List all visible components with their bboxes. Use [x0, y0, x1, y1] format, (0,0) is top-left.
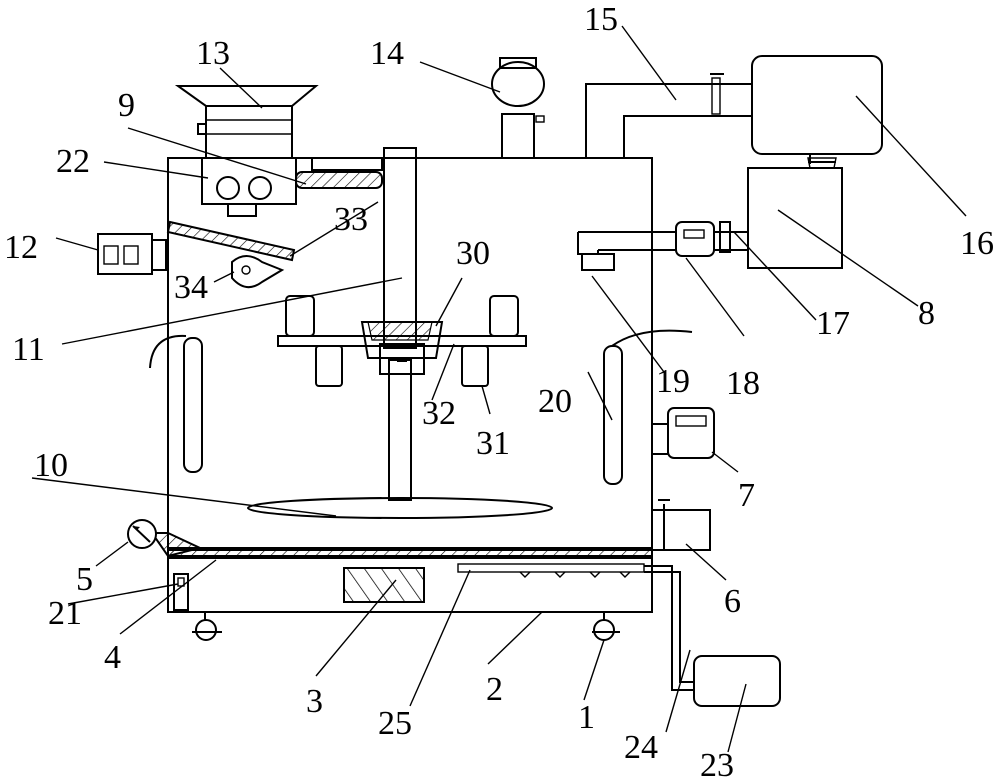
- label-34: 34: [174, 269, 208, 306]
- cam-34: [231, 255, 285, 289]
- tank-23: [693, 655, 781, 707]
- label-25: 25: [378, 705, 412, 742]
- label-18: 18: [726, 365, 760, 402]
- label-2: 2: [486, 671, 503, 708]
- central-shaft: [383, 147, 417, 349]
- cup-lower-left: [315, 345, 343, 387]
- cup-upper-left: [285, 295, 315, 337]
- label-11: 11: [12, 331, 45, 368]
- label-24: 24: [624, 729, 658, 766]
- pipe-24: [644, 565, 694, 691]
- label-13: 13: [196, 35, 230, 72]
- label-15: 15: [584, 1, 618, 38]
- heater-rod-left: [149, 334, 203, 473]
- cup-lower-right: [461, 345, 489, 387]
- wheel-right: [592, 612, 620, 641]
- label-7: 7: [738, 477, 755, 514]
- label-1: 1: [578, 699, 595, 736]
- stirring-plate: [247, 497, 553, 519]
- label-31: 31: [476, 425, 510, 462]
- slope-inlet: [150, 532, 203, 558]
- pipe-17: [577, 231, 748, 255]
- heater-block: [343, 567, 425, 603]
- label-20: 20: [538, 383, 572, 420]
- label-6: 6: [724, 583, 741, 620]
- label-21: 21: [48, 595, 82, 632]
- pipe-25: [457, 563, 645, 573]
- pump-6: [651, 499, 711, 551]
- label-19: 19: [656, 363, 690, 400]
- label-30: 30: [456, 235, 490, 272]
- cup-upper-right: [489, 295, 519, 337]
- label-12: 12: [4, 229, 38, 266]
- hopper: [174, 85, 319, 159]
- part-labels: 1 2 3 4 5 6 7 8 9 10 11 12 13 14 15 16 1…: [4, 1, 994, 782]
- chute-33: [166, 220, 296, 262]
- vent-14: [491, 57, 545, 159]
- label-4: 4: [104, 639, 121, 676]
- spray-19: [581, 253, 615, 271]
- tank-16: [751, 55, 883, 155]
- nozzles: [519, 571, 631, 578]
- wheel-left: [192, 612, 222, 641]
- label-9: 9: [118, 87, 135, 124]
- label-10: 10: [34, 447, 68, 484]
- motor-12: [97, 233, 167, 275]
- leader-lines: [31, 25, 967, 753]
- label-5: 5: [76, 561, 93, 598]
- hatched-plate: [167, 547, 653, 559]
- label-22: 22: [56, 143, 90, 180]
- label-14: 14: [370, 35, 404, 72]
- lid-9: [295, 157, 383, 189]
- pipe-15: [585, 83, 752, 158]
- label-33: 33: [334, 201, 368, 238]
- label-32: 32: [422, 395, 456, 432]
- label-16: 16: [960, 225, 994, 262]
- valve-18: [675, 221, 715, 257]
- label-3: 3: [306, 683, 323, 720]
- label-17: 17: [816, 305, 850, 342]
- drain-valve: [173, 573, 189, 611]
- label-23: 23: [700, 747, 734, 782]
- box-8: [747, 167, 843, 269]
- label-8: 8: [918, 295, 935, 332]
- heater-rod-right: [603, 329, 693, 485]
- pressure-gauge: [127, 519, 157, 549]
